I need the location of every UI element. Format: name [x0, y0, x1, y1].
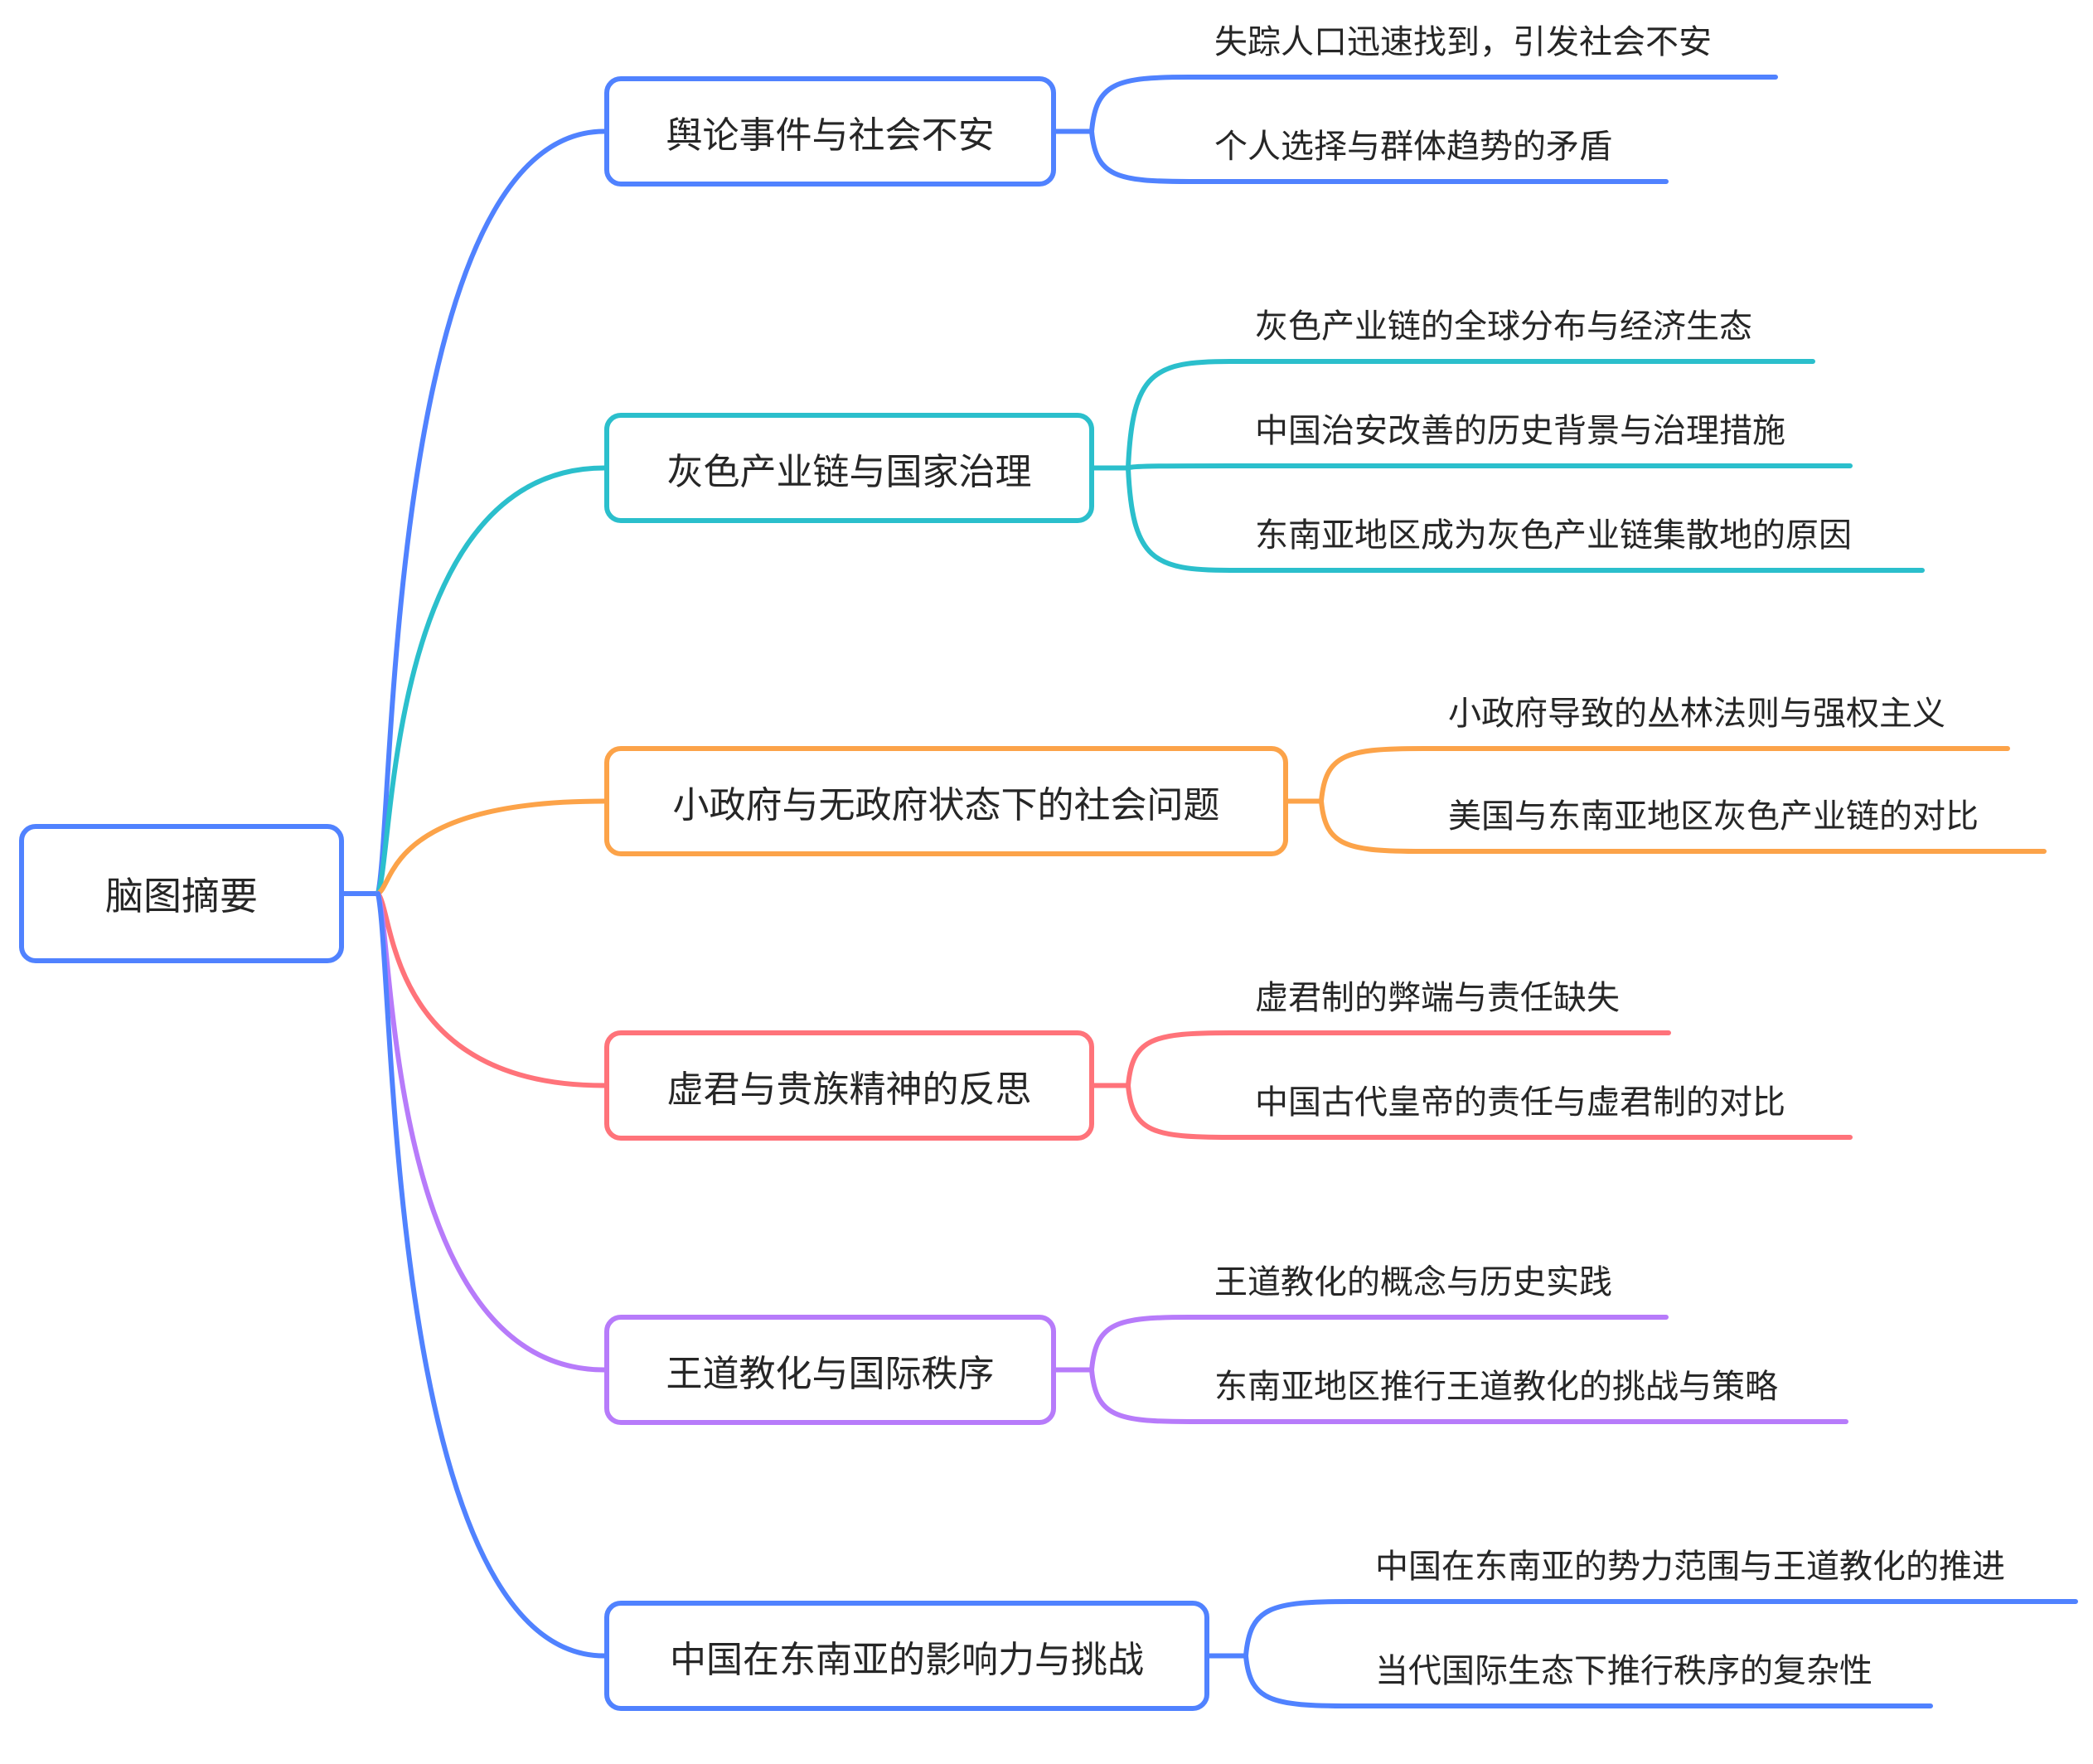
leaf-node[interactable]: 灰色产业链的全球分布与经济生态: [1255, 308, 1752, 346]
leaf-node[interactable]: 王道教化的概念与历史实践: [1214, 1263, 1612, 1301]
leaf-node[interactable]: 个人选择与群体趋势的矛盾: [1214, 128, 1612, 166]
leaf-connector: [1126, 463, 1853, 471]
branch-node[interactable]: 中国在东南亚的影响力与挑战: [604, 1601, 1209, 1711]
leaf-connector: [1243, 1653, 1933, 1708]
branch-connector: [375, 891, 607, 1659]
branch-connector: [375, 465, 607, 896]
branch-node[interactable]: 舆论事件与社会不安: [604, 76, 1056, 187]
leaf-node[interactable]: 当代国际生态下推行秩序的复杂性: [1375, 1652, 1873, 1690]
branch-connector: [375, 891, 607, 1088]
leaf-node[interactable]: 中国古代皇帝的责任与虚君制的对比: [1255, 1083, 1785, 1122]
branch-connector: [375, 891, 607, 1373]
leaf-connector: [1089, 75, 1778, 134]
leaf-node[interactable]: 美国与东南亚地区灰色产业链的对比: [1448, 797, 1979, 836]
leaf-connector: [1089, 1315, 1669, 1373]
leaf-connector: [1126, 1030, 1671, 1088]
leaf-connector: [1126, 359, 1815, 471]
branch-label: 中国在东南亚的影响力与挑战: [670, 1638, 1144, 1681]
branch-node[interactable]: 灰色产业链与国家治理: [604, 413, 1094, 523]
root-node[interactable]: 脑图摘要: [19, 824, 344, 963]
leaf-node[interactable]: 虚君制的弊端与责任缺失: [1255, 979, 1620, 1017]
leaf-connector: [1243, 1599, 2078, 1659]
branch-node[interactable]: 小政府与无政府状态下的社会问题: [604, 746, 1288, 856]
branch-connector: [375, 128, 607, 896]
branch-label: 灰色产业链与国家治理: [666, 450, 1032, 493]
leaf-connector: [1319, 798, 2047, 854]
branch-label: 小政府与无政府状态下的社会问题: [672, 783, 1220, 826]
leaf-node[interactable]: 东南亚地区成为灰色产业链集散地的原因: [1255, 516, 1852, 555]
branch-label: 舆论事件与社会不安: [666, 114, 995, 157]
leaf-connector: [1089, 128, 1669, 184]
leaf-connector: [1089, 1367, 1848, 1424]
leaf-connector: [1126, 465, 1925, 573]
leaf-node[interactable]: 中国治安改善的历史背景与治理措施: [1255, 412, 1785, 450]
leaf-node[interactable]: 中国在东南亚的势力范围与王道教化的推进: [1375, 1548, 2005, 1586]
root-label: 脑图摘要: [105, 874, 258, 918]
leaf-node[interactable]: 小政府导致的丛林法则与强权主义: [1448, 695, 1945, 733]
branch-node[interactable]: 王道教化与国际秩序: [604, 1315, 1056, 1425]
leaf-node[interactable]: 失踪人口迅速找到，引发社会不安: [1214, 23, 1712, 61]
leaf-connector: [1319, 746, 2010, 804]
branch-node[interactable]: 虚君与贵族精神的反思: [604, 1030, 1094, 1141]
branch-label: 虚君与贵族精神的反思: [666, 1068, 1032, 1111]
branch-label: 王道教化与国际秩序: [666, 1352, 995, 1395]
branch-connector: [375, 798, 607, 896]
leaf-connector: [1126, 1083, 1853, 1140]
leaf-node[interactable]: 东南亚地区推行王道教化的挑战与策略: [1214, 1368, 1778, 1406]
